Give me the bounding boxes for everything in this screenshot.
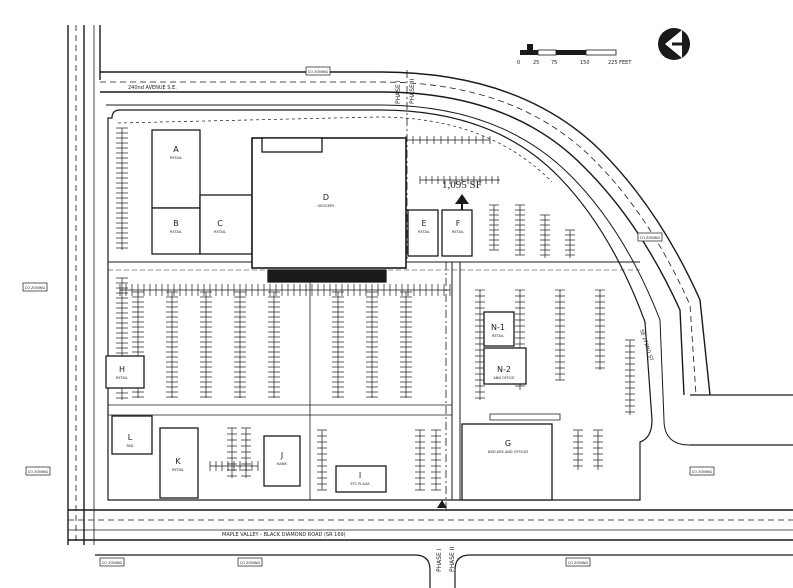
street-south-label: MAPLE VALLEY - BLACK DIAMOND ROAD (SR 16… — [222, 532, 346, 538]
phase-2-north: PHASE II — [409, 78, 416, 104]
building-c — [199, 194, 253, 255]
building-letter-f: F — [456, 219, 461, 228]
building-letter-l: L — [128, 433, 133, 442]
scale-tick-3: 150 — [580, 60, 590, 66]
building-l — [111, 415, 153, 455]
zoning-tag-box — [25, 466, 51, 476]
building-use-i: ETC PLAZA — [350, 482, 370, 486]
building-letter-j: J — [280, 451, 283, 460]
scale-tick-1: 25 — [533, 60, 539, 66]
building-use-f: RETAIL — [452, 230, 464, 234]
zoning-tag-box — [565, 557, 591, 567]
building-use-j: BANK — [277, 462, 287, 466]
building-f — [441, 209, 473, 257]
building-letter-g: G — [505, 439, 511, 448]
zoning-tag: CO ZONING — [240, 561, 261, 565]
site-boundary — [107, 109, 653, 501]
building-use-d: GROCERY — [318, 204, 336, 208]
building-letter-n-1: N-1 — [491, 323, 505, 332]
building-letter-d: D — [323, 193, 329, 202]
zoning-tag: CO ZONING — [640, 236, 661, 240]
north-arrow-icon — [658, 28, 690, 60]
street-north-label: 240nd AVENUE S.E. — [128, 85, 177, 91]
building-letter-h: H — [119, 365, 125, 374]
building-use-n-1: RETAIL — [492, 334, 504, 338]
building-use-n-2: AND OFFICE — [493, 376, 514, 380]
building-n2 — [483, 347, 527, 385]
building-use-g: DAYCARE AND OFFICES — [488, 450, 530, 454]
building-use-c: RETAIL — [214, 230, 226, 234]
building-labels: A RETAIL B RETAIL C RETAIL D GROCERY E RETAIL F RET… — [116, 145, 529, 486]
zoning-tag-box — [99, 557, 125, 567]
building-letter-a: A — [173, 145, 179, 154]
building-d — [251, 137, 407, 269]
zoning-tag: CO ZONING — [25, 286, 46, 290]
zoning-tag-box — [637, 232, 663, 242]
building-use-h: RETAIL — [116, 376, 128, 380]
phase-2-south: PHASE II — [449, 546, 456, 572]
scale-bar: 0 25 75 150 225 FEET — [517, 44, 632, 66]
building-letter-k: K — [175, 457, 181, 466]
parking-stalls — [116, 127, 635, 491]
road-network — [67, 25, 793, 588]
building-n1 — [483, 311, 515, 347]
building-k — [159, 427, 199, 499]
building-d-annex — [261, 137, 323, 153]
building-use-l: PAD — [127, 444, 134, 448]
zoning-tag-box — [22, 282, 48, 292]
loading-strip — [267, 269, 387, 283]
zoning-tag-box — [237, 557, 263, 567]
zoning-tag-box — [305, 66, 331, 76]
building-use-b: RETAIL — [170, 230, 182, 234]
area-callout: 1,095 SF — [442, 179, 482, 191]
building-letter-c: C — [217, 219, 223, 228]
building-letter-b: B — [173, 219, 179, 228]
building-use-a: RETAIL — [170, 156, 182, 160]
scale-tick-2: 75 — [551, 60, 557, 66]
zoning-tag: CO ZONING — [102, 561, 123, 565]
building-h — [105, 355, 145, 389]
building-j — [263, 435, 301, 487]
zoning-tag: CO ZONING — [692, 470, 713, 474]
zoning-tag: CO ZONING — [568, 561, 589, 565]
building-letter-n-2: N-2 — [497, 365, 511, 374]
building-letter-i: I — [359, 471, 361, 480]
zoning-tags: CO ZONING CO ZONING CO ZONING CO ZONING CO Z… — [22, 66, 715, 567]
zoning-tag: CO ZONING — [308, 70, 329, 74]
street-east-label: SE 272ND ST — [638, 329, 654, 363]
phase-1-south: PHASE I — [436, 548, 443, 572]
building-e — [407, 209, 439, 257]
building-a — [151, 129, 201, 209]
zoning-tag-box — [689, 466, 715, 476]
building-letter-e: E — [421, 219, 426, 228]
building-g — [461, 423, 553, 501]
scale-tick-4: 225 FEET — [608, 60, 632, 66]
buildings — [105, 129, 553, 501]
building-use-k: RETAIL — [172, 468, 184, 472]
scale-tick-0: 0 — [517, 60, 520, 66]
zoning-tag: CO ZONING — [28, 470, 49, 474]
phase-1-north: PHASE I — [395, 80, 402, 104]
building-b — [151, 207, 201, 255]
building-use-e: RETAIL — [418, 230, 430, 234]
building-i — [335, 465, 387, 493]
